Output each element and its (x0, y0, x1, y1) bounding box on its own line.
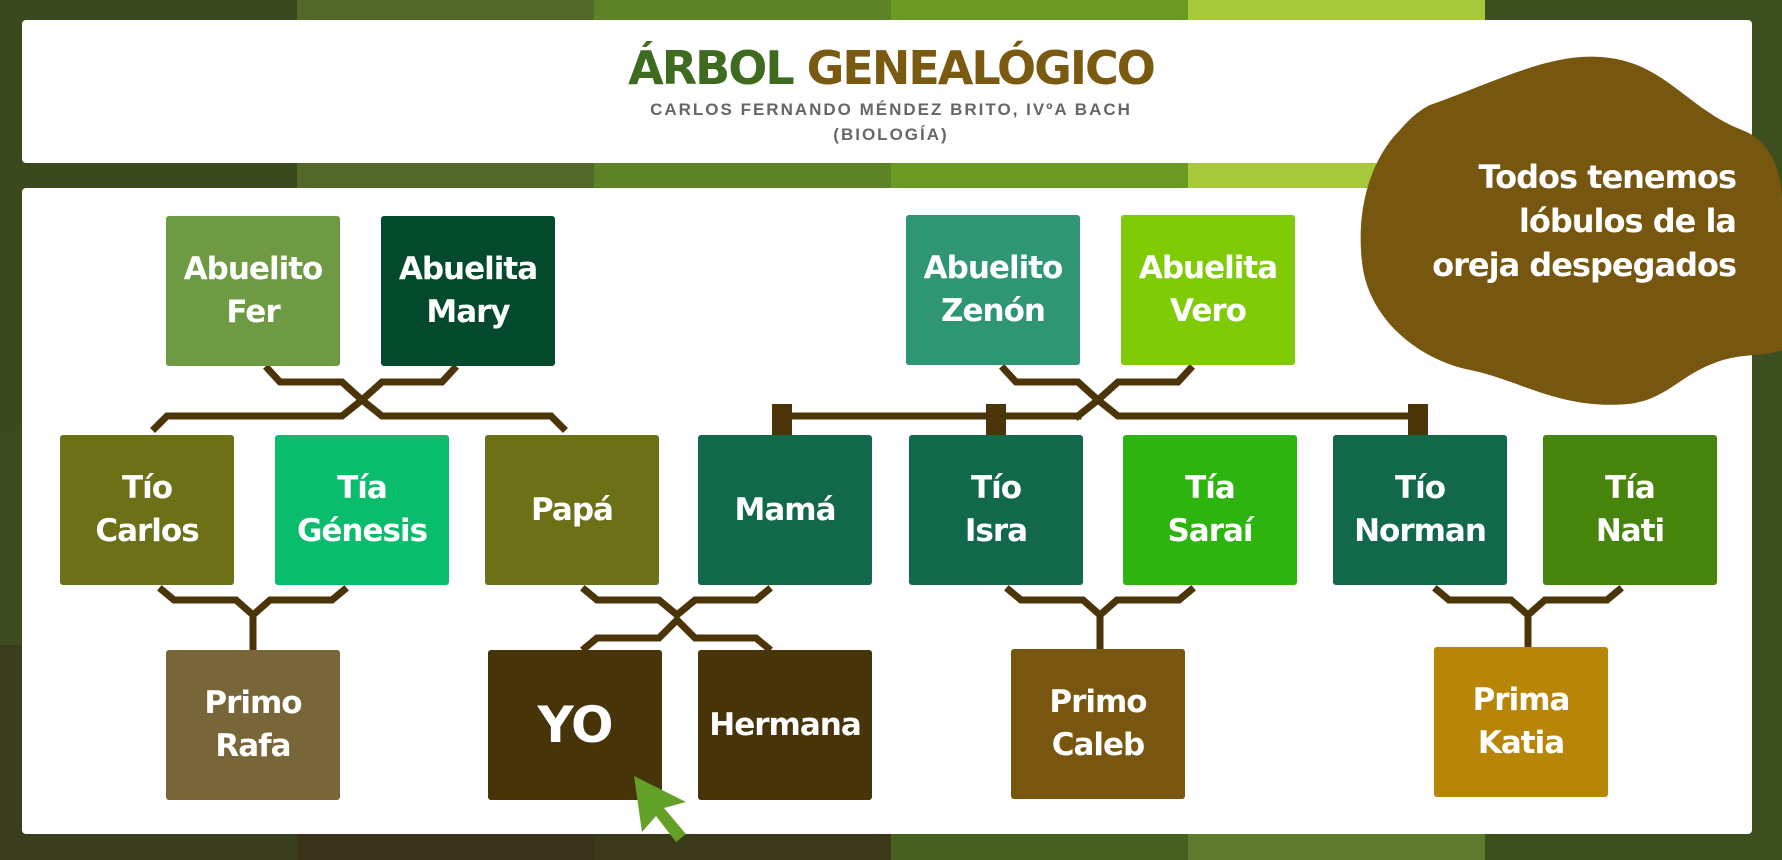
connector-post-mama (772, 404, 792, 438)
connector-post-isra (986, 404, 1006, 438)
node-abuelita-vero[interactable]: Abuelita Vero (1121, 215, 1295, 365)
node-tia-nati[interactable]: Tía Nati (1543, 435, 1717, 585)
connector-norman-nati (1432, 585, 1624, 654)
node-yo[interactable]: YO (488, 650, 662, 800)
node-tio-carlos[interactable]: Tío Carlos (60, 435, 234, 585)
node-primo-rafa[interactable]: Primo Rafa (166, 650, 340, 800)
connector-grandparents-left (263, 364, 459, 405)
page-title: ÁRBOL GENEALÓGICO (0, 38, 1782, 98)
connector-post-norman (1408, 404, 1428, 438)
node-mama[interactable]: Mamá (698, 435, 872, 585)
node-tio-norman[interactable]: Tío Norman (1333, 435, 1507, 585)
node-tia-genesis[interactable]: Tía Génesis (275, 435, 449, 585)
node-abuelita-mary[interactable]: Abuelita Mary (381, 216, 555, 366)
note-text: Todos tenemos lóbulos de la oreja despeg… (1432, 158, 1737, 284)
connector-siblings (580, 615, 773, 653)
node-abuelito-fer[interactable]: Abuelito Fer (166, 216, 340, 366)
node-abuelito-zenon[interactable]: Abuelito Zenón (906, 215, 1080, 365)
connector-parents (580, 585, 773, 620)
node-hermana[interactable]: Hermana (698, 650, 872, 800)
connector-grandparents-right (999, 364, 1195, 405)
node-papa[interactable]: Papá (485, 435, 659, 585)
cursor-arrow-icon (634, 776, 686, 842)
connector-carlos-genesis (157, 585, 349, 654)
node-tio-isra[interactable]: Tío Isra (909, 435, 1083, 585)
node-tia-sarai[interactable]: Tía Saraí (1123, 435, 1297, 585)
title-part-genealogico: GENEALÓGICO (792, 41, 1156, 95)
node-prima-katia[interactable]: Prima Katia (1434, 647, 1608, 797)
connector-isra-sarai (1004, 585, 1196, 654)
node-primo-caleb[interactable]: Primo Caleb (1011, 649, 1185, 799)
connector-right-children-bar (778, 395, 1422, 421)
page-subtitle: CARLOS FERNANDO MÉNDEZ BRITO, IVºA BACH … (650, 100, 1132, 144)
connector-left-children (150, 395, 568, 433)
title-part-arbol: ÁRBOL (628, 41, 794, 95)
